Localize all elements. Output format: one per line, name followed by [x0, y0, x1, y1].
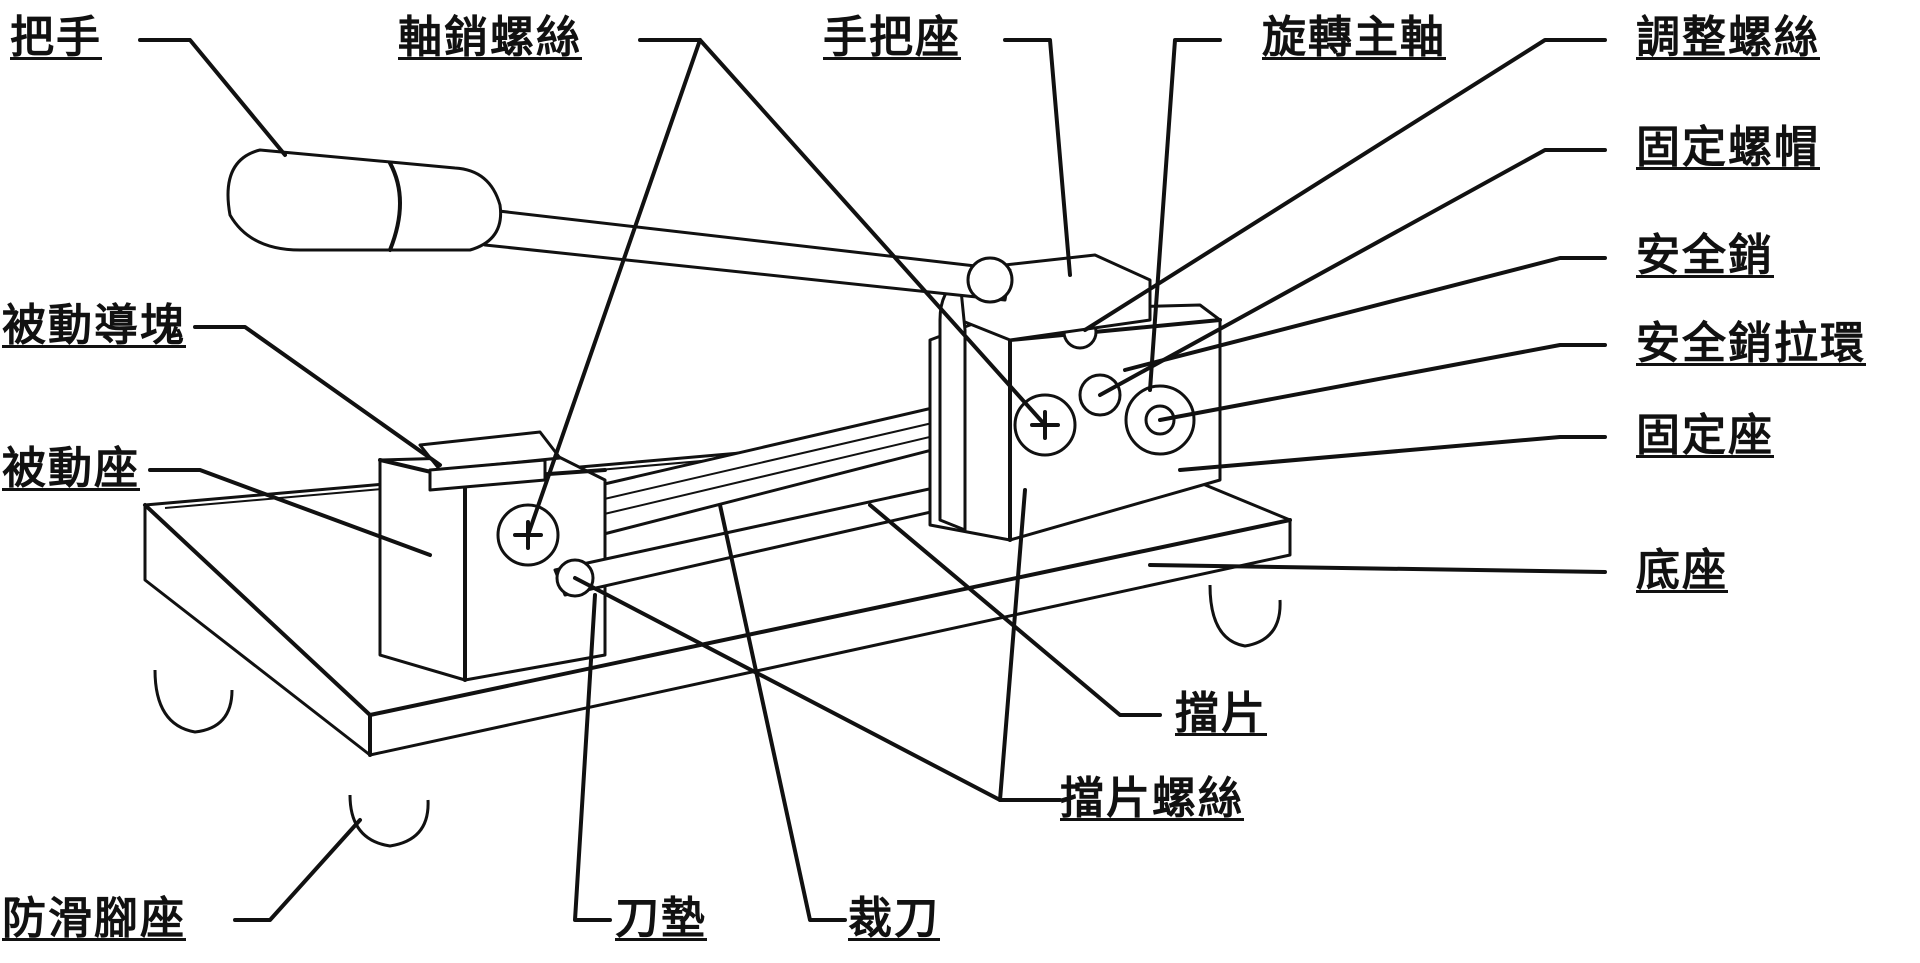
- label-fixing-nut: 固定螺帽: [1636, 122, 1820, 173]
- label-rotating-spindle: 旋轉主軸: [1262, 12, 1446, 63]
- driven-seat-block: [378, 430, 607, 682]
- label-driven-guide-block: 被動導塊: [2, 300, 186, 351]
- label-baffle-screw: 擋片螺絲: [1060, 773, 1244, 824]
- label-baffle: 擋片: [1175, 688, 1267, 739]
- label-pivot-pin-screw: 軸銷螺絲: [398, 12, 582, 63]
- label-cutting-blade: 裁刀: [848, 893, 940, 944]
- anti-slip-feet: [153, 584, 1282, 848]
- leader-lines: [138, 38, 1607, 922]
- label-blade-pad: 刀墊: [615, 893, 707, 944]
- label-handle: 把手: [10, 12, 102, 63]
- label-safety-pin: 安全銷: [1636, 230, 1774, 281]
- label-handle-seat: 手把座: [823, 12, 961, 63]
- handle: [226, 148, 1014, 304]
- label-driven-seat: 被動座: [2, 443, 140, 494]
- label-fixed-seat: 固定座: [1636, 410, 1774, 461]
- label-adjusting-screw: 調整螺絲: [1636, 12, 1820, 63]
- label-anti-slip-foot: 防滑腳座: [2, 893, 186, 944]
- label-base: 底座: [1636, 545, 1728, 596]
- label-safety-pin-pull-ring: 安全銷拉環: [1636, 318, 1866, 369]
